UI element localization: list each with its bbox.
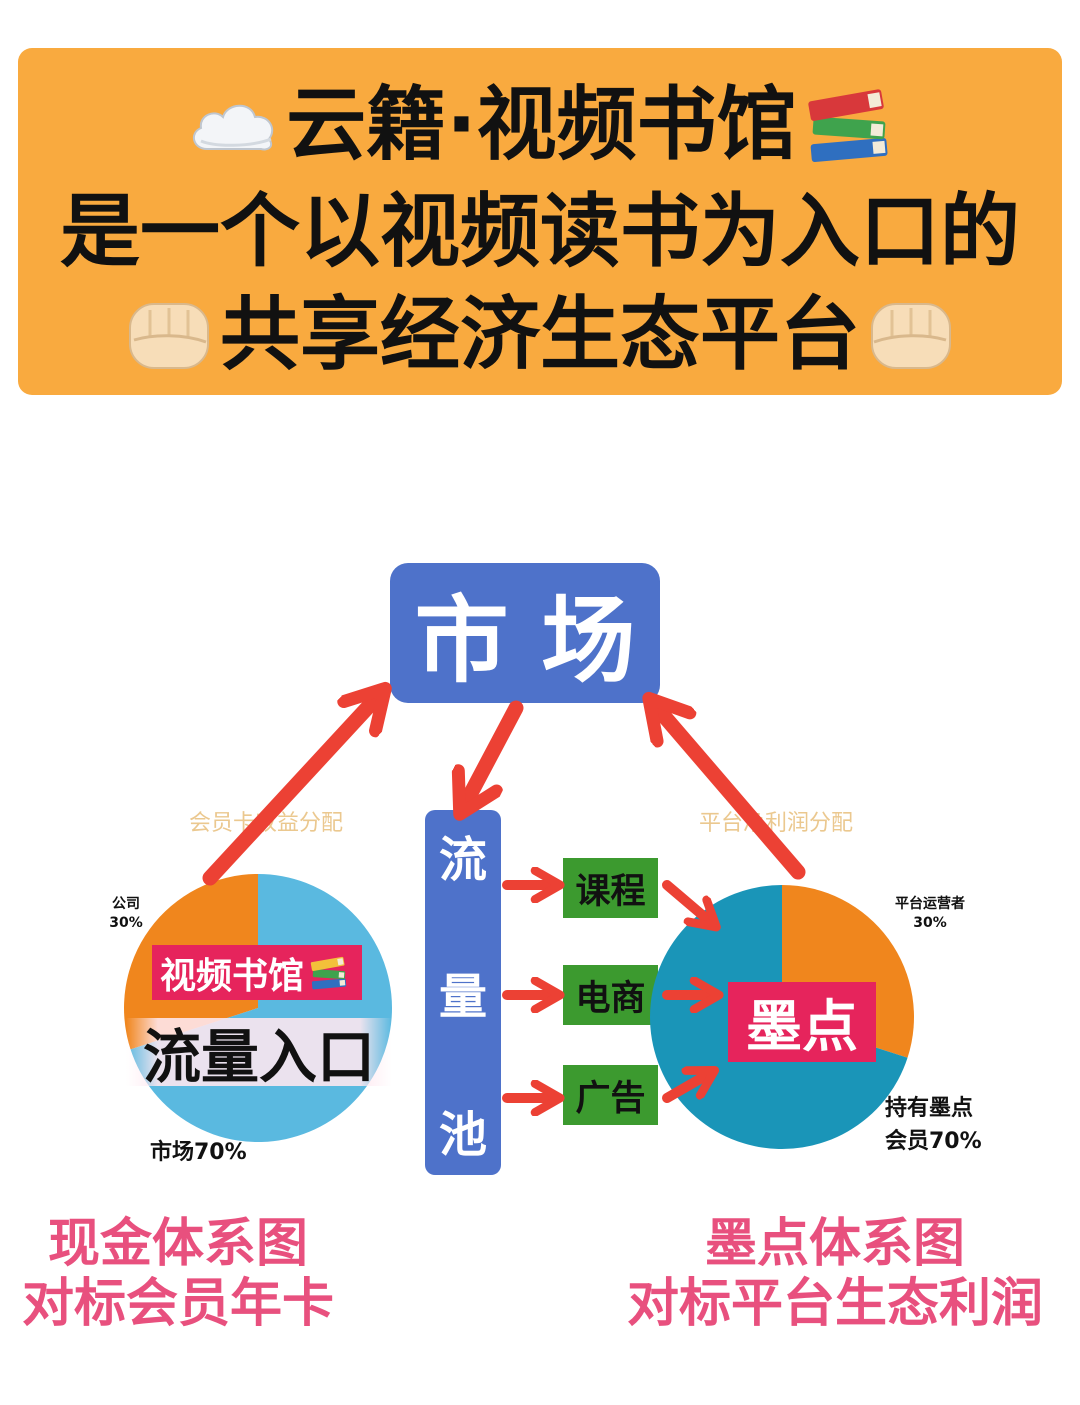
right-pie-label-operator-pct: 30% <box>913 915 947 931</box>
right-pie-title: 平台净利润分配 <box>698 811 853 836</box>
traffic-pool-char: 流 <box>438 832 487 888</box>
left-pie-label-company: 公司 30% <box>98 895 154 933</box>
title-line-3-text: 共享经济生态平台 <box>220 288 860 381</box>
traffic-pool-char: 量 <box>438 969 487 1025</box>
title-line-2: 是一个以视频读书为入口的 <box>18 182 1062 282</box>
channel-box-ads: 广告 <box>563 1065 658 1125</box>
ink-point-tag-text: 墨点 <box>746 994 858 1060</box>
ink-system-footer-title: 墨点体系图 <box>704 1214 965 1274</box>
title-line-1-text: 云籍·视频书馆 <box>286 78 797 171</box>
ink-point-tag: 墨点 <box>728 982 876 1062</box>
market-label: 市 场 <box>414 587 636 696</box>
cash-system-footer-subtitle: 对标会员年卡 <box>21 1274 334 1334</box>
fist-icon <box>129 303 209 369</box>
fist-icon <box>871 303 951 369</box>
cash-system-footer-title: 现金体系图 <box>47 1214 308 1274</box>
arrow-market-to-pool <box>462 700 524 810</box>
traffic-entrance-text: 流量入口 <box>142 1023 375 1091</box>
traffic-pool-char: 池 <box>438 1107 487 1163</box>
traffic-pool-box: 流 量 池 <box>425 810 501 1175</box>
title-line-2-text: 是一个以视频读书为入口的 <box>60 185 1020 278</box>
right-pie-label-members: 持有墨点 会员70% <box>885 1092 982 1158</box>
right-pie-label-operator-name: 平台运营者 <box>895 896 965 912</box>
video-library-tag: 视频书馆 <box>152 945 362 1000</box>
channel-label-ads: 广告 <box>575 1078 646 1119</box>
left-pie-chart <box>124 874 393 1142</box>
cloud-icon <box>193 104 274 151</box>
channel-label-ecommerce: 电商 <box>575 978 646 1019</box>
traffic-entrance-caption: 流量入口 <box>126 1018 392 1091</box>
right-pie-label-members-line1: 持有墨点 <box>885 1096 974 1121</box>
arrow-right-pie-to-market <box>652 702 806 880</box>
left-pie-label-company-pct: 30% <box>109 915 143 931</box>
left-pie-title: 会员卡收益分配 <box>188 811 343 836</box>
right-pie-label-operator: 平台运营者 30% <box>880 895 980 933</box>
title-line-3: 共享经济生态平台 <box>18 285 1062 385</box>
header-banner: 云籍·视频书馆 是一个以视频读书为入口的 共享经济生态平台 <box>18 48 1062 395</box>
books-icon <box>808 88 888 162</box>
channel-box-course: 课程 <box>563 858 658 918</box>
video-library-tag-text: 视频书馆 <box>160 955 305 997</box>
left-pie-label-market: 市场70% <box>150 1140 247 1165</box>
books-icon <box>310 956 347 989</box>
title-line-1: 云籍·视频书馆 <box>18 75 1062 175</box>
left-pie-label-company-name: 公司 <box>112 896 140 912</box>
right-pie-label-members-line2: 会员70% <box>885 1129 982 1154</box>
market-box: 市 场 <box>390 563 660 703</box>
ink-system-footer-subtitle: 对标平台生态利润 <box>626 1274 1043 1334</box>
channel-label-course: 课程 <box>575 871 646 912</box>
channel-box-ecommerce: 电商 <box>563 965 658 1025</box>
arrow-left-pie-to-market <box>202 692 382 886</box>
